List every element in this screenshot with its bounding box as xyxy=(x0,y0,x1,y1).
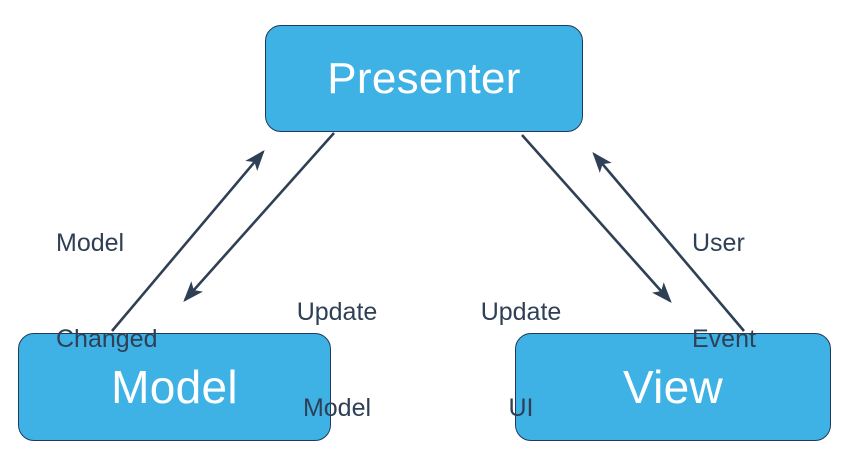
edge-label-user-event: User Event xyxy=(692,163,756,419)
node-view-label: View xyxy=(622,361,724,413)
edge-label-update-model-line1: Update xyxy=(296,298,378,326)
edge-label-user-event-line2: Event xyxy=(692,325,756,353)
edge-update-ui xyxy=(521,134,672,303)
edge-label-update-ui: Update UI xyxy=(462,232,580,462)
edge-model-changed xyxy=(111,150,265,332)
edge-update-model xyxy=(183,132,335,302)
edge-label-update-model-line2: Model xyxy=(302,394,372,422)
edge-label-model-changed-line2: Changed xyxy=(56,325,158,353)
node-presenter[interactable]: Presenter xyxy=(265,25,583,132)
edge-label-model-changed-line1: Model xyxy=(56,229,125,257)
node-presenter-label: Presenter xyxy=(327,53,521,103)
edge-label-update-ui-line2: UI xyxy=(508,394,534,422)
node-model-label: Model xyxy=(111,361,238,413)
edge-user-event xyxy=(592,152,745,332)
edge-label-update-ui-line1: Update xyxy=(480,298,562,326)
edge-label-user-event-line1: User xyxy=(692,229,745,257)
node-view[interactable]: View xyxy=(515,333,831,441)
edge-label-update-model: Update Model xyxy=(272,232,402,462)
node-model[interactable]: Model xyxy=(18,333,331,441)
edge-label-model-changed: Model Changed xyxy=(56,163,157,419)
